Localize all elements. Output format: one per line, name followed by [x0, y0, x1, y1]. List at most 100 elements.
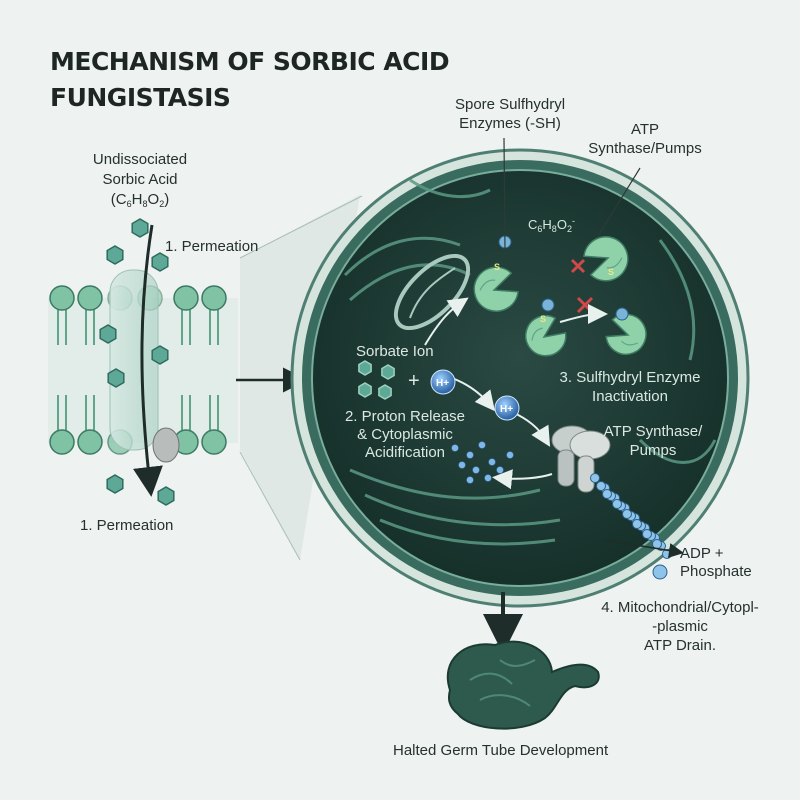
lipid-head	[201, 429, 227, 455]
enzymes-label: Spore Sulfhydryl Enzymes (-SH)	[440, 95, 580, 133]
s-mark: S	[494, 262, 500, 272]
sulfhydryl-step-label: 3. Sulfhydryl Enzyme Inactivation	[555, 368, 705, 406]
sulfhydryl-line-2: Inactivation	[592, 388, 668, 405]
lipid-head	[173, 285, 199, 311]
proton	[430, 369, 456, 395]
adp-arrow	[604, 539, 684, 558]
atp-top-line-1: ATP	[630, 121, 660, 138]
atp-inner-line-2: Pumps	[629, 442, 677, 459]
proton-label: H+	[436, 378, 449, 389]
sorbate-ions	[358, 360, 395, 400]
hexagon-molecule-icon	[358, 360, 372, 376]
adp-bead	[612, 499, 622, 509]
enzyme-icon	[525, 315, 567, 357]
adp-bead	[590, 473, 600, 483]
adp-bead	[652, 539, 662, 549]
adp-bead	[602, 489, 612, 499]
atp-synthase-icon	[551, 425, 611, 493]
hexagon-molecule-icon	[381, 364, 395, 380]
lipid-head	[49, 429, 75, 455]
atp-top-line-2: Synthase/Pumps	[588, 140, 702, 157]
acid-dot	[488, 458, 496, 466]
sorbic-acid-molecules	[99, 218, 175, 506]
lipid-head	[201, 285, 227, 311]
compound-line-2: Sorbic Acid	[102, 171, 178, 188]
hexagon-molecule-icon	[106, 474, 124, 494]
proton-label: H+	[500, 404, 513, 415]
lipid-heads-bottom	[49, 395, 227, 455]
undissociated-label: Undissociated Sorbic Acid (C6H8O2)	[80, 150, 200, 214]
adp-phosphate-chain	[590, 473, 672, 580]
proton-icon: H+ H+	[430, 369, 520, 421]
hexagon-molecule-icon	[358, 382, 372, 398]
outcome-label: Halted Germ Tube Development	[393, 742, 609, 759]
lipid-head	[49, 285, 75, 311]
proton-release-line-2: & Cytoplasmic	[357, 426, 453, 443]
hexagon-molecule-icon	[107, 368, 125, 388]
adp-line-2: Phosphate	[680, 563, 752, 580]
adp-bead	[596, 481, 606, 491]
compound-line-1: Undissociated	[92, 151, 188, 168]
enzyme-icon	[473, 266, 519, 312]
permeation-top-label: 1. Permeation	[165, 238, 259, 255]
acid-dot	[472, 466, 480, 474]
atp-drain-label: 4. Mitochondrial/Cytopl- -plasmic ATP Dr…	[585, 598, 775, 655]
s-mark: S	[608, 267, 614, 277]
lipid-head	[77, 429, 103, 455]
sorbate-ball	[541, 298, 555, 312]
proton	[494, 395, 520, 421]
transporter-grey	[152, 427, 180, 463]
compound-formula: (C6H8O2)	[110, 191, 170, 209]
sulfhydryl-enzymes: S S S	[473, 235, 647, 357]
acid-dot	[458, 461, 466, 469]
hexagon-molecule-icon	[99, 324, 117, 344]
acid-dot	[466, 476, 474, 484]
adp-bead	[622, 509, 632, 519]
sorbate-ball	[615, 307, 629, 321]
hexagon-molecule-icon	[151, 345, 169, 365]
atp-drain-line-1: 4. Mitochondrial/Cytopl-	[601, 599, 759, 616]
acid-dot	[496, 466, 504, 474]
sorbate-ion-label: Sorbate Ion	[356, 343, 434, 360]
acid-dot	[451, 444, 459, 452]
proton-release-line-1: 2. Proton Release	[344, 408, 466, 425]
sulfhydryl-line-1: 3. Sulfhydryl Enzyme	[559, 369, 701, 386]
atp-inner-line-1: ATP Synthase/	[603, 423, 703, 440]
s-mark: S	[540, 314, 546, 324]
cytoskeleton-filaments	[343, 178, 717, 546]
adp-label: ADP + Phosphate	[680, 545, 752, 581]
enzyme-icon	[583, 236, 629, 282]
phosphate-bead	[652, 564, 668, 580]
acid-dot	[484, 474, 492, 482]
membrane-channel	[109, 269, 159, 451]
adp-bead	[632, 519, 642, 529]
atp-drain-line-2: -plasmic	[652, 618, 708, 635]
adp-bead	[642, 529, 652, 539]
hexagon-molecule-icon	[151, 252, 169, 272]
lipid-head	[77, 285, 103, 311]
enzymes-line-1: Spore Sulfhydryl	[454, 96, 566, 113]
hexagon-molecule-icon	[378, 384, 392, 400]
atp-callout-line	[597, 167, 641, 237]
acid-dot	[466, 451, 474, 459]
hexagon-molecule-icon	[157, 486, 175, 506]
inner-formula: C6H8O2-	[528, 216, 575, 234]
acid-dot	[506, 451, 514, 459]
permeation-arrow	[133, 224, 163, 497]
proton-release-label: 2. Proton Release & Cytoplasmic Acidific…	[340, 408, 470, 462]
enzymes-line-2: Enzymes (-SH)	[459, 115, 561, 132]
title-line-2: FUNGISTASIS	[50, 83, 231, 112]
hexagon-molecule-icon	[131, 218, 149, 238]
acid-dot	[478, 441, 486, 449]
atp-drain-line-3: ATP Drain.	[644, 637, 716, 654]
atp-inner-label: ATP Synthase/ Pumps	[598, 422, 708, 460]
proton-release-line-3: Acidification	[364, 444, 446, 461]
plus-sign: +	[408, 370, 420, 392]
diagram-title: MECHANISM OF SORBIC ACID FUNGISTASIS	[50, 44, 450, 116]
title-line-1: MECHANISM OF SORBIC ACID	[50, 47, 450, 76]
atp-top-label: ATP Synthase/Pumps	[585, 120, 705, 158]
fungal-cell	[290, 148, 750, 608]
hexagon-molecule-icon	[106, 245, 124, 265]
permeation-bottom-label: 1. Permeation	[80, 517, 174, 534]
